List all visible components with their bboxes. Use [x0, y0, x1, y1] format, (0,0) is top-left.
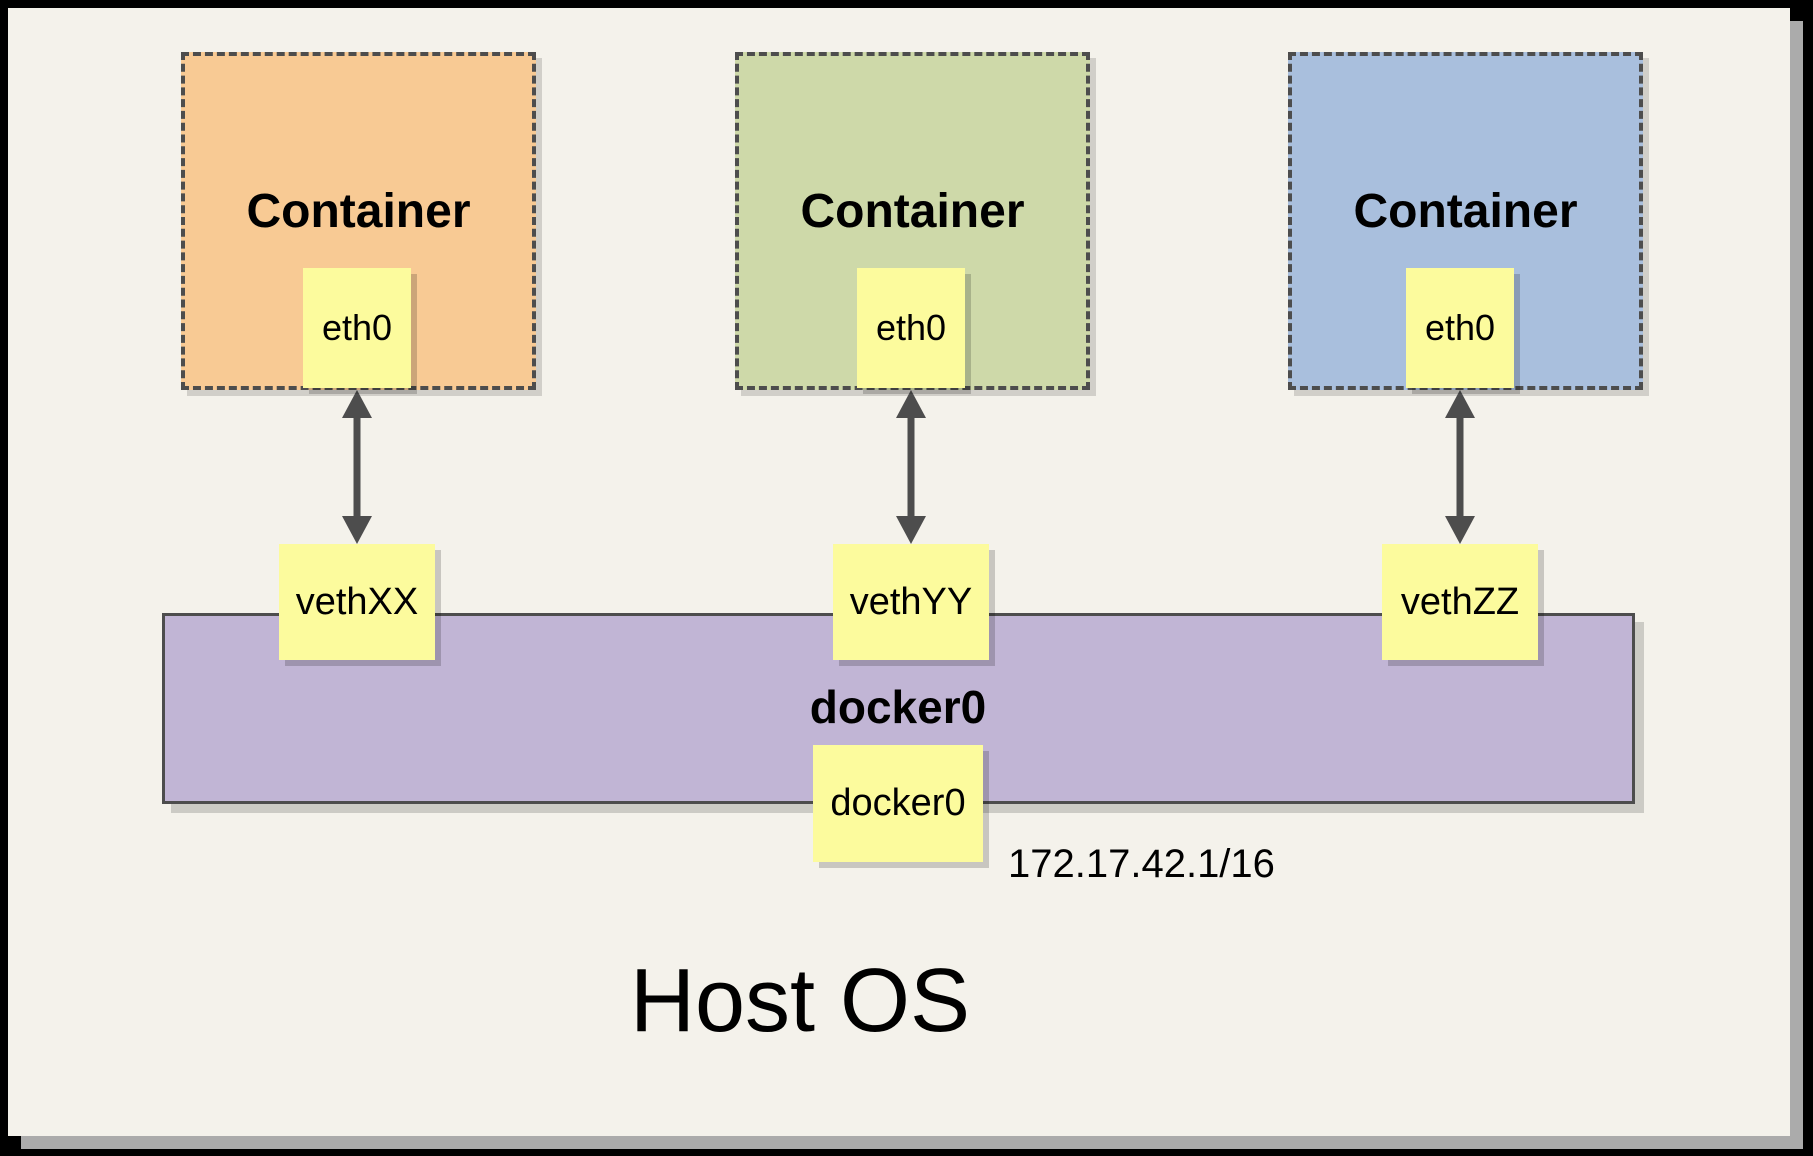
container-3-label: Container	[1353, 185, 1578, 238]
vethzz-label: vethZZ	[1400, 580, 1520, 623]
container-1-label: Container	[246, 185, 471, 238]
vethyy-note: vethYY	[833, 544, 989, 660]
docker0-bridge-title: docker0	[809, 681, 987, 733]
vethyy-label: vethYY	[849, 580, 973, 623]
docker0-ip-address: 172.17.42.1/16	[1008, 842, 1275, 886]
host-os-label: Host OS	[629, 951, 971, 1051]
container-2-label: Container	[800, 185, 1025, 238]
eth0-note-1: eth0	[303, 268, 411, 388]
veth-arrow-icon-3	[1445, 390, 1475, 544]
eth0-label-2: eth0	[875, 307, 947, 348]
eth0-label-1: eth0	[321, 307, 393, 348]
eth0-note-2: eth0	[857, 268, 965, 388]
docker0-interface-label: docker0	[830, 782, 966, 824]
eth0-note-3: eth0	[1406, 268, 1514, 388]
host-os-diagram: Container Container Container eth0 eth0 …	[8, 8, 1790, 1136]
veth-arrow-icon-2	[896, 390, 926, 544]
docker0-interface-note: docker0	[813, 745, 983, 862]
vethxx-label: vethXX	[295, 580, 419, 623]
vethxx-note: vethXX	[279, 544, 435, 660]
veth-arrow-icon-1	[342, 390, 372, 544]
vethzz-note: vethZZ	[1382, 544, 1538, 660]
eth0-label-3: eth0	[1424, 307, 1496, 348]
